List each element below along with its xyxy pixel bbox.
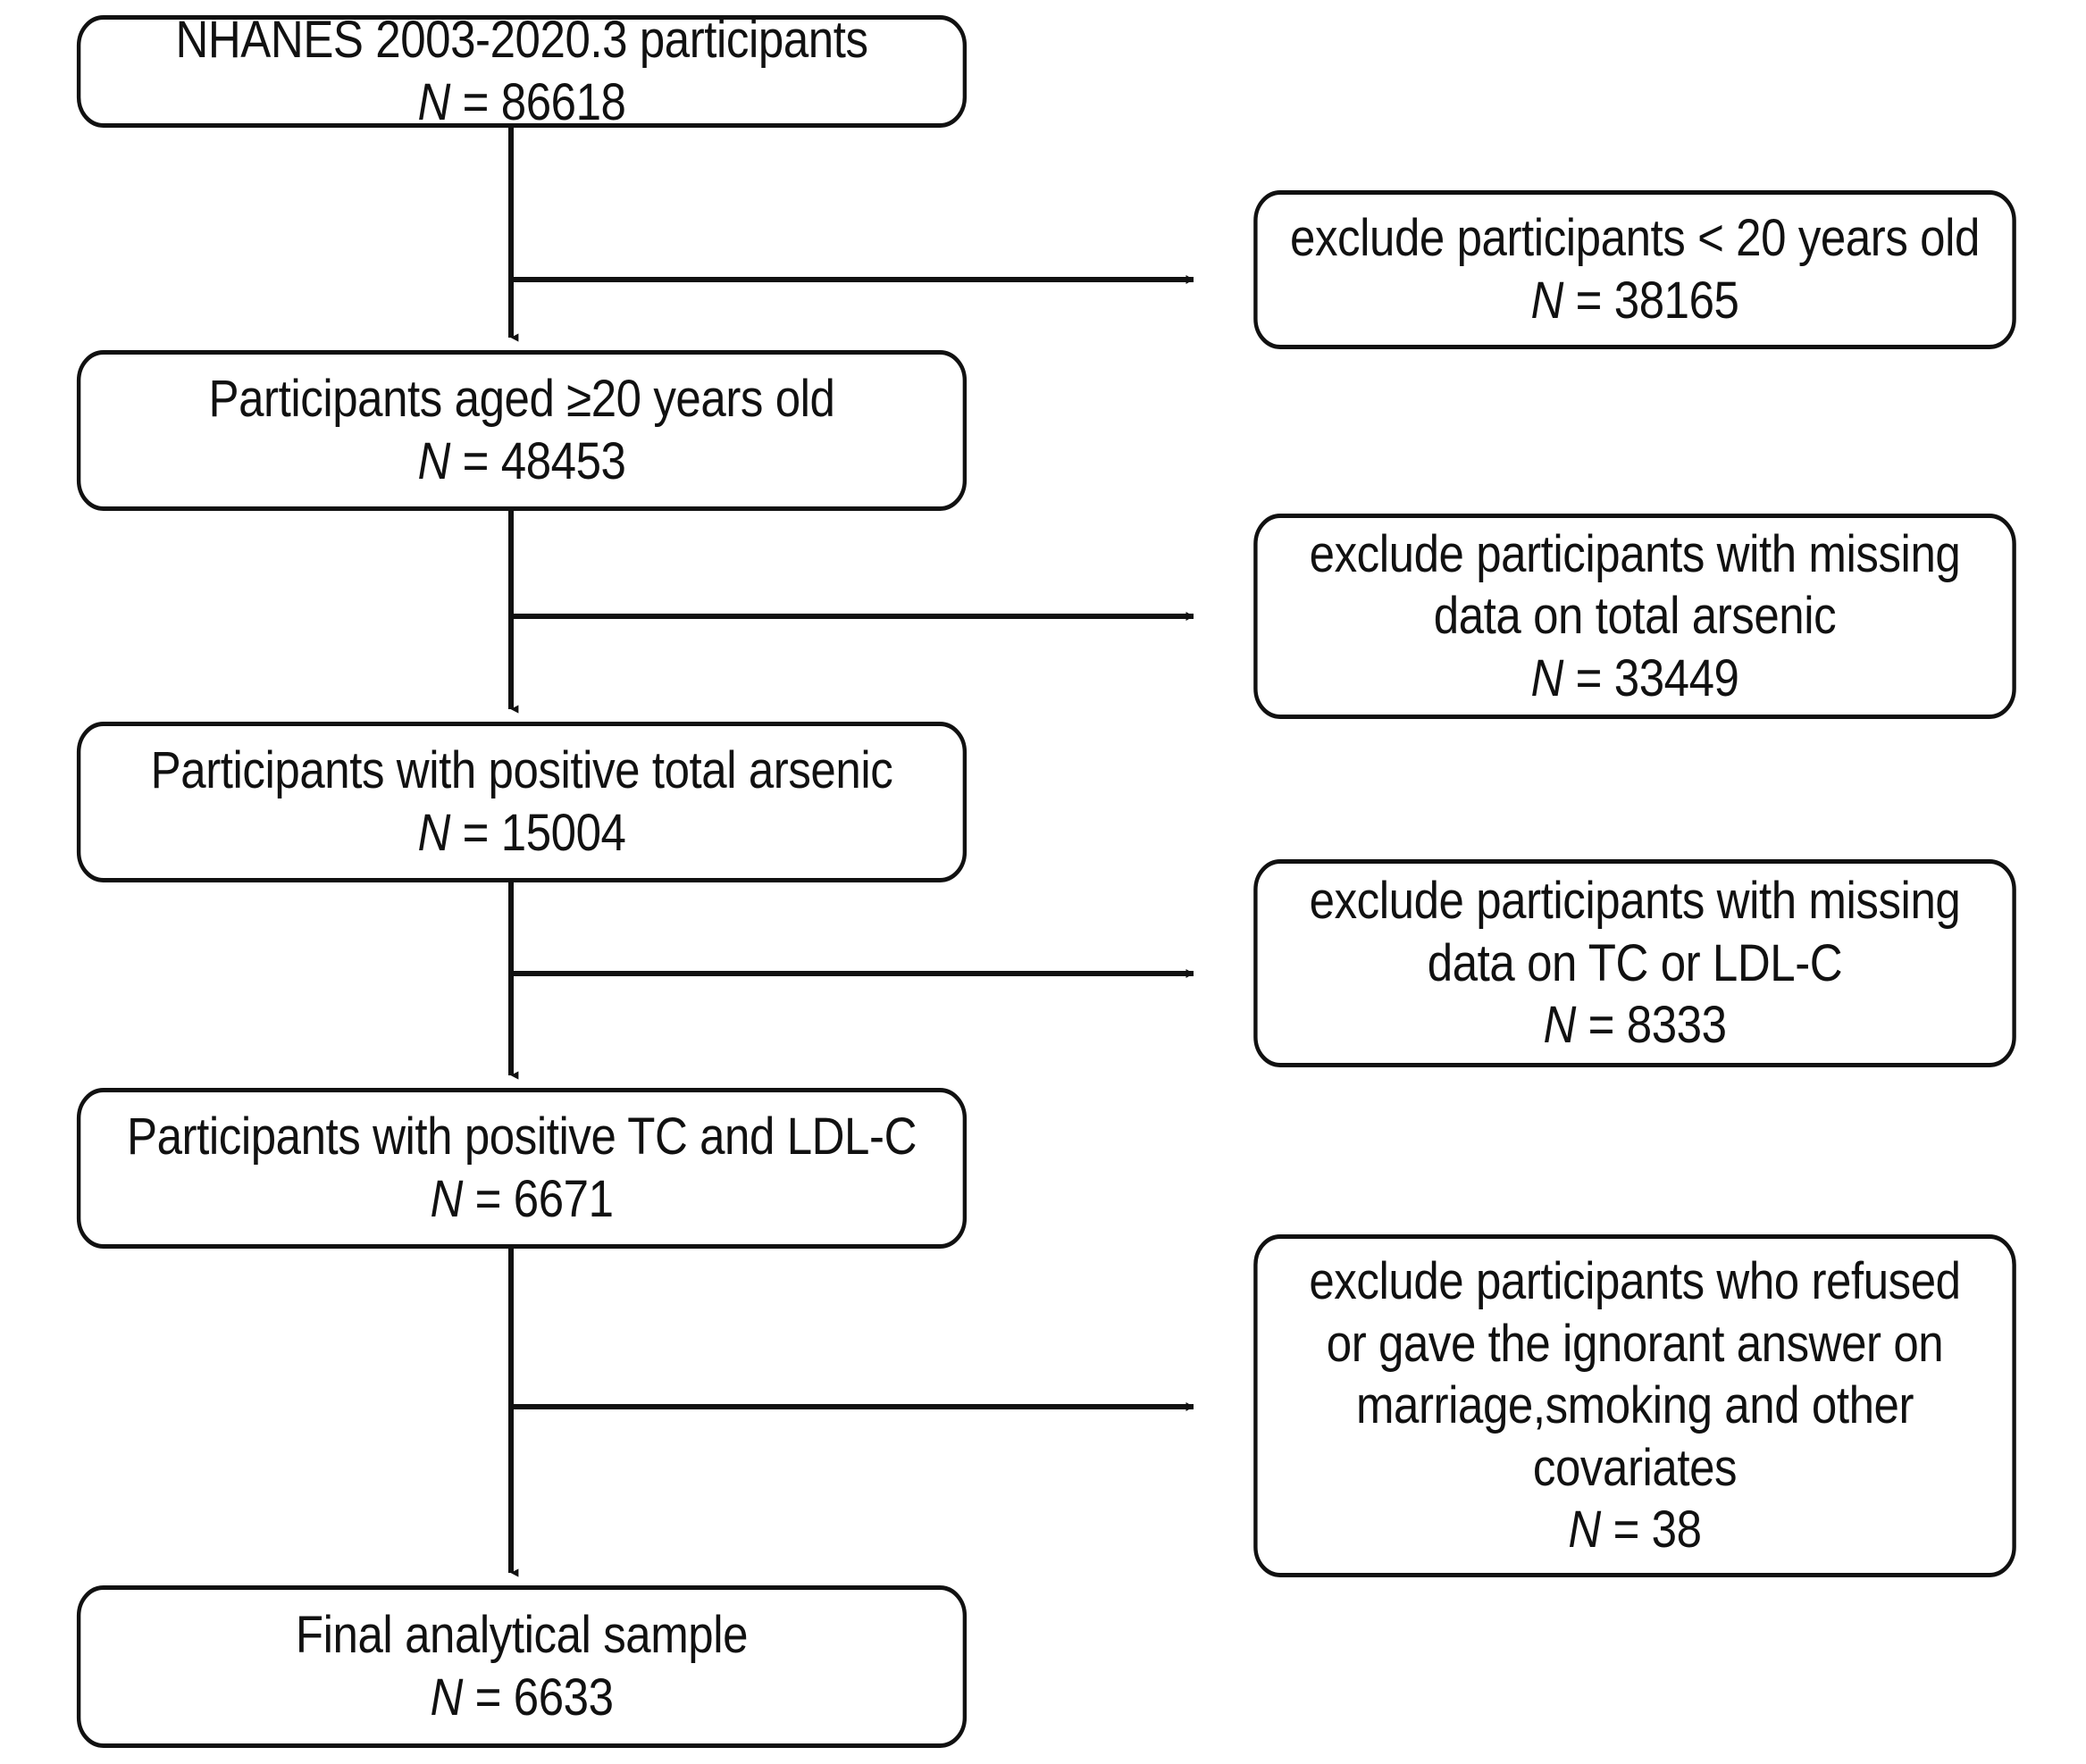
n-value: 15004 xyxy=(500,804,626,862)
exclusion-node-refused-covariates: exclude participants who refused or gave… xyxy=(1253,1234,2016,1577)
n-equals: = xyxy=(449,73,501,131)
flow-node-positive-total-arsenic: Participants with positive total arsenic… xyxy=(76,722,968,882)
n-equals: = xyxy=(462,1668,514,1726)
exclusion-node-count: N = 8333 xyxy=(1543,994,1727,1057)
n-symbol: N xyxy=(1568,1501,1601,1559)
n-value: 33449 xyxy=(1613,648,1739,707)
n-value: 38165 xyxy=(1613,272,1739,330)
flow-node-count: N = 15004 xyxy=(417,802,625,865)
n-symbol: N xyxy=(430,1170,463,1228)
n-value: 48453 xyxy=(500,432,626,490)
exclusion-node-label-line: or gave the ignorant answer on xyxy=(1326,1314,1944,1373)
n-symbol: N xyxy=(417,432,450,490)
n-value: 38 xyxy=(1651,1501,1702,1559)
flow-node-label: Participants with positive total arsenic xyxy=(150,741,893,800)
exclusion-node-label-line: exclude participants who refused xyxy=(1309,1252,1961,1311)
exclusion-node-label-line: covariates xyxy=(1532,1438,1738,1497)
flow-node-aged-20-plus: Participants aged ≥20 years old N = 4845… xyxy=(76,350,968,511)
n-value: 8333 xyxy=(1626,996,1727,1055)
flow-node-count: N = 6633 xyxy=(430,1667,614,1729)
n-symbol: N xyxy=(1530,648,1563,707)
flow-node-nhanes-participants: NHANES 2003-2020.3 participants N = 8661… xyxy=(76,11,968,131)
exclusion-node-label-line: data on TC or LDL-C xyxy=(1427,933,1843,992)
n-equals: = xyxy=(449,432,501,490)
flow-node-label: Final analytical sample xyxy=(295,1606,749,1665)
exclusion-node-missing-tc-ldlc: exclude participants with missing data o… xyxy=(1253,859,2016,1067)
flow-node-label: NHANES 2003-2020.3 participants xyxy=(175,11,868,70)
flow-node-count: N = 48453 xyxy=(417,431,625,493)
exclusion-node-count: N = 33449 xyxy=(1530,648,1738,710)
exclusion-node-age-under-20: exclude participants < 20 years old N = … xyxy=(1253,190,2016,349)
exclusion-node-label-line: exclude participants < 20 years old xyxy=(1290,209,1980,268)
exclusion-node-label-line: marriage,smoking and other xyxy=(1355,1376,1914,1435)
n-value: 6633 xyxy=(513,1668,614,1726)
n-equals: = xyxy=(449,804,501,862)
n-symbol: N xyxy=(1543,996,1576,1055)
exclusion-node-count: N = 38 xyxy=(1568,1499,1702,1561)
exclusion-node-missing-total-arsenic: exclude participants with missing data o… xyxy=(1253,514,2016,719)
exclusion-node-label-line: exclude participants with missing xyxy=(1309,524,1961,583)
n-symbol: N xyxy=(417,73,450,131)
n-symbol: N xyxy=(1530,272,1563,330)
n-value: 86618 xyxy=(500,73,626,131)
flow-node-count: N = 86618 xyxy=(417,71,625,134)
exclusion-node-label-line: exclude participants with missing xyxy=(1309,872,1961,931)
n-value: 6671 xyxy=(513,1170,614,1228)
n-equals: = xyxy=(1575,996,1627,1055)
n-symbol: N xyxy=(430,1668,463,1726)
exclusion-node-count: N = 38165 xyxy=(1530,270,1738,332)
flow-node-label: Participants aged ≥20 years old xyxy=(208,370,835,429)
flow-node-positive-tc-ldlc: Participants with positive TC and LDL-C … xyxy=(76,1088,968,1249)
n-equals: = xyxy=(1562,272,1614,330)
n-symbol: N xyxy=(417,804,450,862)
n-equals: = xyxy=(1562,648,1614,707)
flow-node-label: Participants with positive TC and LDL-C xyxy=(126,1108,917,1166)
n-equals: = xyxy=(1600,1501,1652,1559)
exclusion-node-label-line: data on total arsenic xyxy=(1433,587,1837,646)
flow-node-final-analytical-sample: Final analytical sample N = 6633 xyxy=(76,1585,968,1748)
flow-node-count: N = 6671 xyxy=(430,1168,614,1231)
n-equals: = xyxy=(462,1170,514,1228)
